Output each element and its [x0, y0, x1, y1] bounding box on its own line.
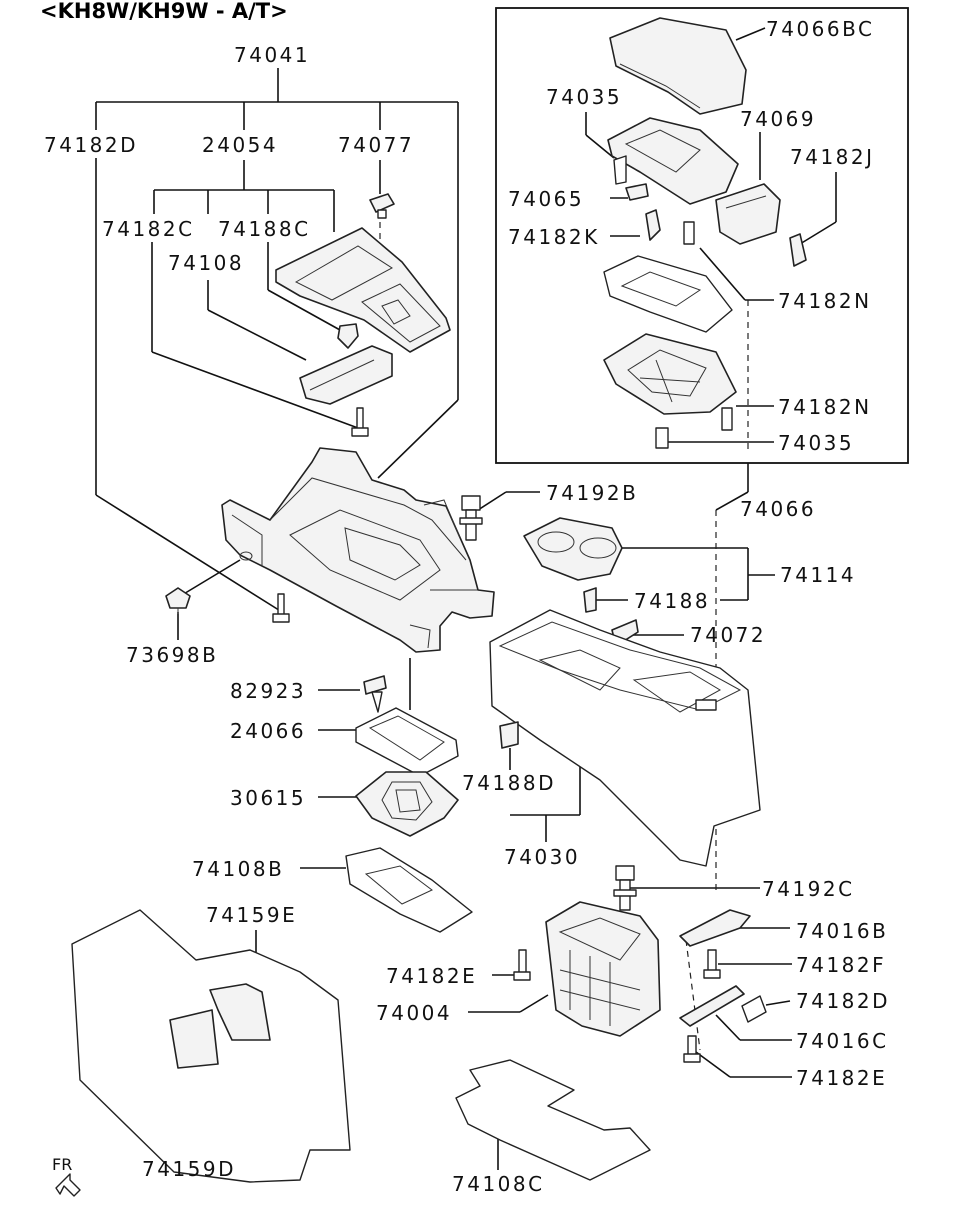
gasket-24066-drawing — [355, 707, 459, 777]
cover-74108-drawing — [299, 345, 393, 405]
boot-30615-drawing — [355, 771, 459, 837]
part-label-74182D-left: 74182D — [44, 133, 138, 157]
clip-73698B-drawing — [165, 587, 191, 614]
part-label-74035-top: 74035 — [546, 85, 622, 109]
screw-82923-drawing — [363, 675, 387, 713]
part-label-74159E: 74159E — [206, 903, 297, 927]
part-label-74077: 74077 — [338, 133, 414, 157]
part-label-74182N-upper: 74182N — [778, 289, 872, 313]
bracket-74004-drawing — [545, 901, 661, 1037]
part-label-74041: 74041 — [234, 43, 310, 67]
part-label-74016C: 74016C — [796, 1029, 889, 1053]
part-label-74108: 74108 — [168, 251, 244, 275]
part-label-74066: 74066 — [740, 497, 816, 521]
screw-74182D-drawing — [272, 593, 290, 623]
bracket-74016C-drawing — [679, 985, 745, 1027]
clip-74077-drawing — [369, 193, 395, 219]
part-label-74182E-left: 74182E — [386, 964, 477, 988]
front-direction-label: FR — [52, 1155, 72, 1174]
part-label-74108B: 74108B — [192, 857, 284, 881]
part-label-74065: 74065 — [508, 187, 584, 211]
armrest-lid-drawing — [609, 17, 747, 115]
bracket-74016B-drawing — [679, 909, 751, 947]
part-label-74004: 74004 — [376, 1001, 452, 1025]
cup-holder-drawing — [523, 517, 623, 581]
hinge-drawing — [715, 183, 781, 245]
part-label-74192B: 74192B — [546, 481, 638, 505]
bolt-74192B-drawing — [459, 495, 483, 541]
clip-74188C-drawing — [337, 323, 359, 349]
part-label-24054: 24054 — [202, 133, 278, 157]
part-label-74188C: 74188C — [218, 217, 311, 241]
main-console-drawing — [489, 609, 761, 867]
part-label-74192C: 74192C — [762, 877, 855, 901]
part-label-74188: 74188 — [634, 589, 710, 613]
part-label-74182K: 74182K — [508, 225, 600, 249]
part-label-74182N-lower: 74182N — [778, 395, 872, 419]
armrest-inset-box — [495, 7, 909, 464]
mat-74108B-drawing — [345, 847, 473, 933]
armrest-base-drawing — [603, 333, 737, 415]
part-label-73698B: 73698B — [126, 643, 218, 667]
screw-74182C-drawing — [351, 407, 369, 437]
part-label-74108C: 74108C — [452, 1172, 545, 1196]
part-label-30615: 30615 — [230, 786, 306, 810]
armrest-tray-drawing — [603, 255, 733, 333]
mat-74108C-drawing — [455, 1059, 651, 1181]
part-label-74114: 74114 — [780, 563, 856, 587]
part-label-74035-bottom: 74035 — [778, 431, 854, 455]
part-label-74016B: 74016B — [796, 919, 888, 943]
part-label-74188D: 74188D — [462, 771, 556, 795]
bolt-74192C-drawing — [613, 865, 637, 911]
part-label-74182D-right: 74182D — [796, 989, 890, 1013]
part-label-74069: 74069 — [740, 107, 816, 131]
clip-74188D-drawing — [499, 721, 519, 749]
part-label-74182C: 74182C — [102, 217, 195, 241]
clip-74188-drawing — [583, 587, 597, 613]
floor-console-drawing — [221, 447, 495, 653]
part-label-74159D: 74159D — [142, 1157, 236, 1181]
front-direction-arrow — [55, 1173, 81, 1197]
part-label-24066: 24066 — [230, 719, 306, 743]
shift-panel-drawing — [275, 227, 451, 353]
part-label-74072: 74072 — [690, 623, 766, 647]
inset-fasteners-drawing — [613, 155, 807, 449]
part-label-74030: 74030 — [504, 845, 580, 869]
callout-lines — [95, 27, 837, 1170]
right-screws-drawing — [513, 949, 767, 1063]
part-label-74182F: 74182F — [796, 953, 886, 977]
part-label-74066BC: 74066BC — [766, 17, 874, 41]
floor-carpet-drawing — [71, 909, 351, 1183]
diagram-title: <KH8W/KH9W - A/T> — [40, 0, 288, 23]
part-labels: 74041 74182D 24054 74077 74182C 74188C 7… — [44, 17, 890, 1196]
part-label-74182J: 74182J — [790, 145, 875, 169]
part-label-82923: 82923 — [230, 679, 306, 703]
part-label-74182E-bottom: 74182E — [796, 1066, 887, 1090]
